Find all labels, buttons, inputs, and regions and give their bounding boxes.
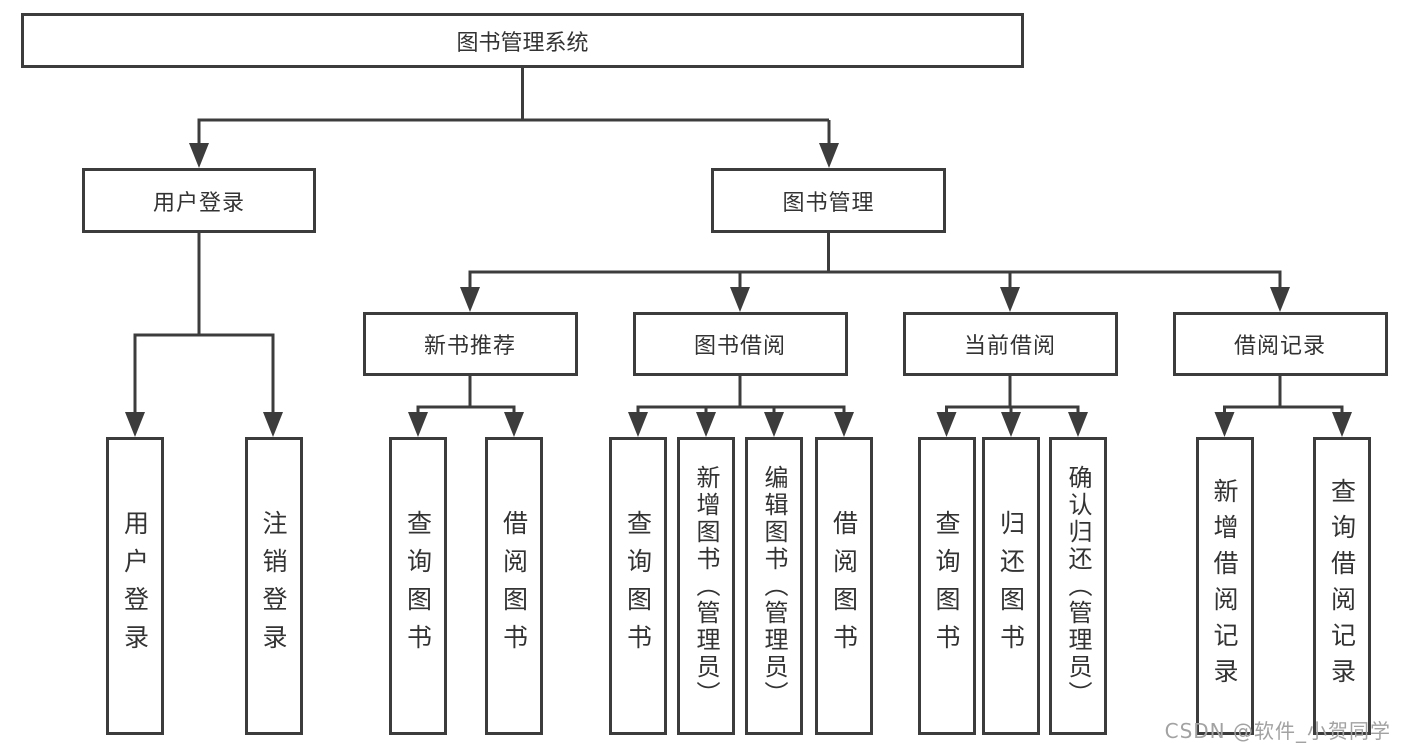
node-label: 借阅图书: [499, 510, 529, 662]
leaf-cb-confirm-return-admin: 确认归还（管理员）: [1049, 437, 1107, 735]
node-label: 用户登录: [120, 510, 150, 662]
leaf-bb-edit-books-admin: 编辑图书（管理员）: [745, 437, 803, 735]
leaf-bb-query-books: 查询图书: [609, 437, 667, 735]
leaf-nbr-borrow-books: 借阅图书: [485, 437, 543, 735]
node-label: 图书管理: [782, 190, 875, 216]
node-new-book-recommend: 新书推荐: [362, 312, 578, 376]
node-label: 编辑图书（管理员）: [760, 464, 788, 708]
leaf-cb-query-books: 查询图书: [917, 437, 976, 735]
node-label: 新增借阅记录: [1210, 478, 1239, 694]
node-label: 查询借阅记录: [1327, 478, 1357, 694]
node-label: 新书推荐: [423, 334, 516, 359]
arrowhead-icons: [125, 143, 1352, 437]
node-current-borrow: 当前借阅: [902, 312, 1118, 376]
leaf-bb-borrow-books: 借阅图书: [815, 437, 873, 735]
leaf-bb-add-books-admin: 新增图书（管理员）: [677, 437, 735, 735]
leaf-br-add-record: 新增借阅记录: [1195, 437, 1254, 735]
node-label: 确认归还（管理员）: [1064, 464, 1092, 708]
node-label: 当前借阅: [963, 334, 1056, 359]
node-label: 图书管理系统: [456, 30, 589, 56]
csdn-watermark: CSDN @软件_小贺同学: [1164, 719, 1391, 743]
leaf-user-login: 用户登录: [106, 437, 164, 735]
node-book-management-group: 图书管理: [711, 168, 946, 233]
leaf-nbr-query-books: 查询图书: [389, 437, 447, 735]
node-borrow-records: 借阅记录: [1172, 312, 1388, 376]
node-label: 查询图书: [932, 510, 961, 662]
node-label: 图书借阅: [693, 334, 786, 359]
node-book-borrow: 图书借阅: [632, 312, 848, 376]
node-root-system: 图书管理系统: [21, 13, 1024, 68]
node-label: 查询图书: [403, 510, 433, 662]
node-label: 新增图书（管理员）: [692, 464, 720, 708]
node-label: 归还图书: [996, 510, 1026, 662]
leaf-logout: 注销登录: [244, 437, 303, 735]
node-user-login-group: 用户登录: [82, 168, 316, 233]
leaf-cb-return-books: 归还图书: [982, 437, 1040, 735]
node-label: 查询图书: [623, 510, 653, 662]
leaf-br-query-record: 查询借阅记录: [1313, 437, 1371, 735]
node-label: 借阅记录: [1233, 334, 1326, 359]
node-label: 注销登录: [259, 510, 288, 662]
node-label: 用户登录: [152, 190, 245, 216]
node-label: 借阅图书: [829, 510, 859, 662]
